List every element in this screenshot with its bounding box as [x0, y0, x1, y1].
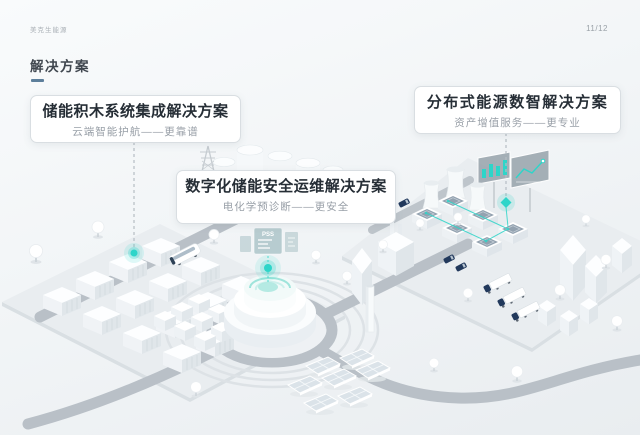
callout-distributed-energy: 分布式能源数智解决方案 资产增值服务——更专业: [414, 86, 621, 134]
factory-building: [378, 220, 414, 276]
callout-subtitle: 云端智能护航——更靠谱: [72, 126, 199, 138]
callout-subtitle: 资产增值服务——更专业: [454, 117, 581, 129]
truck: [511, 301, 541, 322]
hologram-label: PSS: [262, 232, 274, 238]
cooling-tower: [445, 165, 466, 199]
cooling-tower: [468, 181, 487, 211]
spiral-tower: [224, 275, 316, 348]
connector-left: [124, 142, 144, 263]
van: [455, 262, 467, 272]
bar-chart-billboard: [477, 151, 511, 208]
company-logo: 美克生能源: [30, 27, 68, 34]
truck: [497, 287, 527, 308]
energy-grid-lines: [424, 199, 510, 243]
section-title-underline: [31, 79, 44, 82]
callout-title: 分布式能源数智解决方案: [426, 94, 609, 111]
cooling-tower: [422, 179, 441, 209]
van: [398, 198, 410, 208]
hologram-panel: PSS: [240, 227, 298, 282]
chimney: [365, 284, 375, 333]
callout-title: 储能积木系统集成解决方案: [42, 103, 229, 120]
callout-subtitle: 电化学预诊断——更安全: [222, 201, 350, 213]
truck: [483, 273, 513, 294]
line-chart-billboard: [510, 149, 550, 212]
connector-right: [497, 133, 515, 212]
van: [443, 254, 455, 264]
solar-roof-buildings: [411, 193, 529, 258]
callout-title: 数字化储能安全运维解决方案: [185, 178, 387, 195]
callout-storage-integration: 储能积木系统集成解决方案 云端智能护航——更靠谱: [30, 95, 241, 143]
bus: [168, 243, 201, 266]
callout-digital-ops: 数字化储能安全运维解决方案 电化学预诊断——更安全: [176, 170, 396, 224]
section-title: 解决方案: [30, 59, 90, 74]
page-number: 11/12: [586, 24, 608, 33]
